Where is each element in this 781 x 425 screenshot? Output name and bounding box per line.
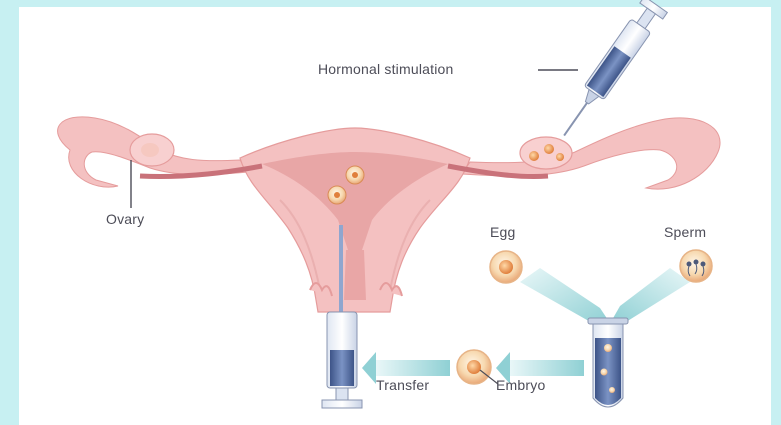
label-hormonal-stimulation: Hormonal stimulation bbox=[318, 61, 454, 77]
uterus bbox=[240, 128, 470, 312]
label-embryo: Embryo bbox=[496, 377, 545, 393]
left-ovary bbox=[130, 134, 174, 166]
sperm-cells bbox=[680, 250, 712, 282]
label-transfer: Transfer bbox=[376, 377, 429, 393]
embryo-cell bbox=[457, 350, 491, 384]
right-ovary bbox=[520, 137, 572, 169]
label-egg: Egg bbox=[490, 224, 516, 240]
arrow-egg-to-tube bbox=[520, 268, 608, 324]
test-tube bbox=[588, 318, 628, 407]
label-ovary: Ovary bbox=[106, 211, 144, 227]
arrow-sperm-to-tube bbox=[612, 268, 690, 322]
label-sperm: Sperm bbox=[664, 224, 706, 240]
egg-cell bbox=[490, 251, 522, 283]
right-fallopian-tube bbox=[462, 118, 720, 189]
